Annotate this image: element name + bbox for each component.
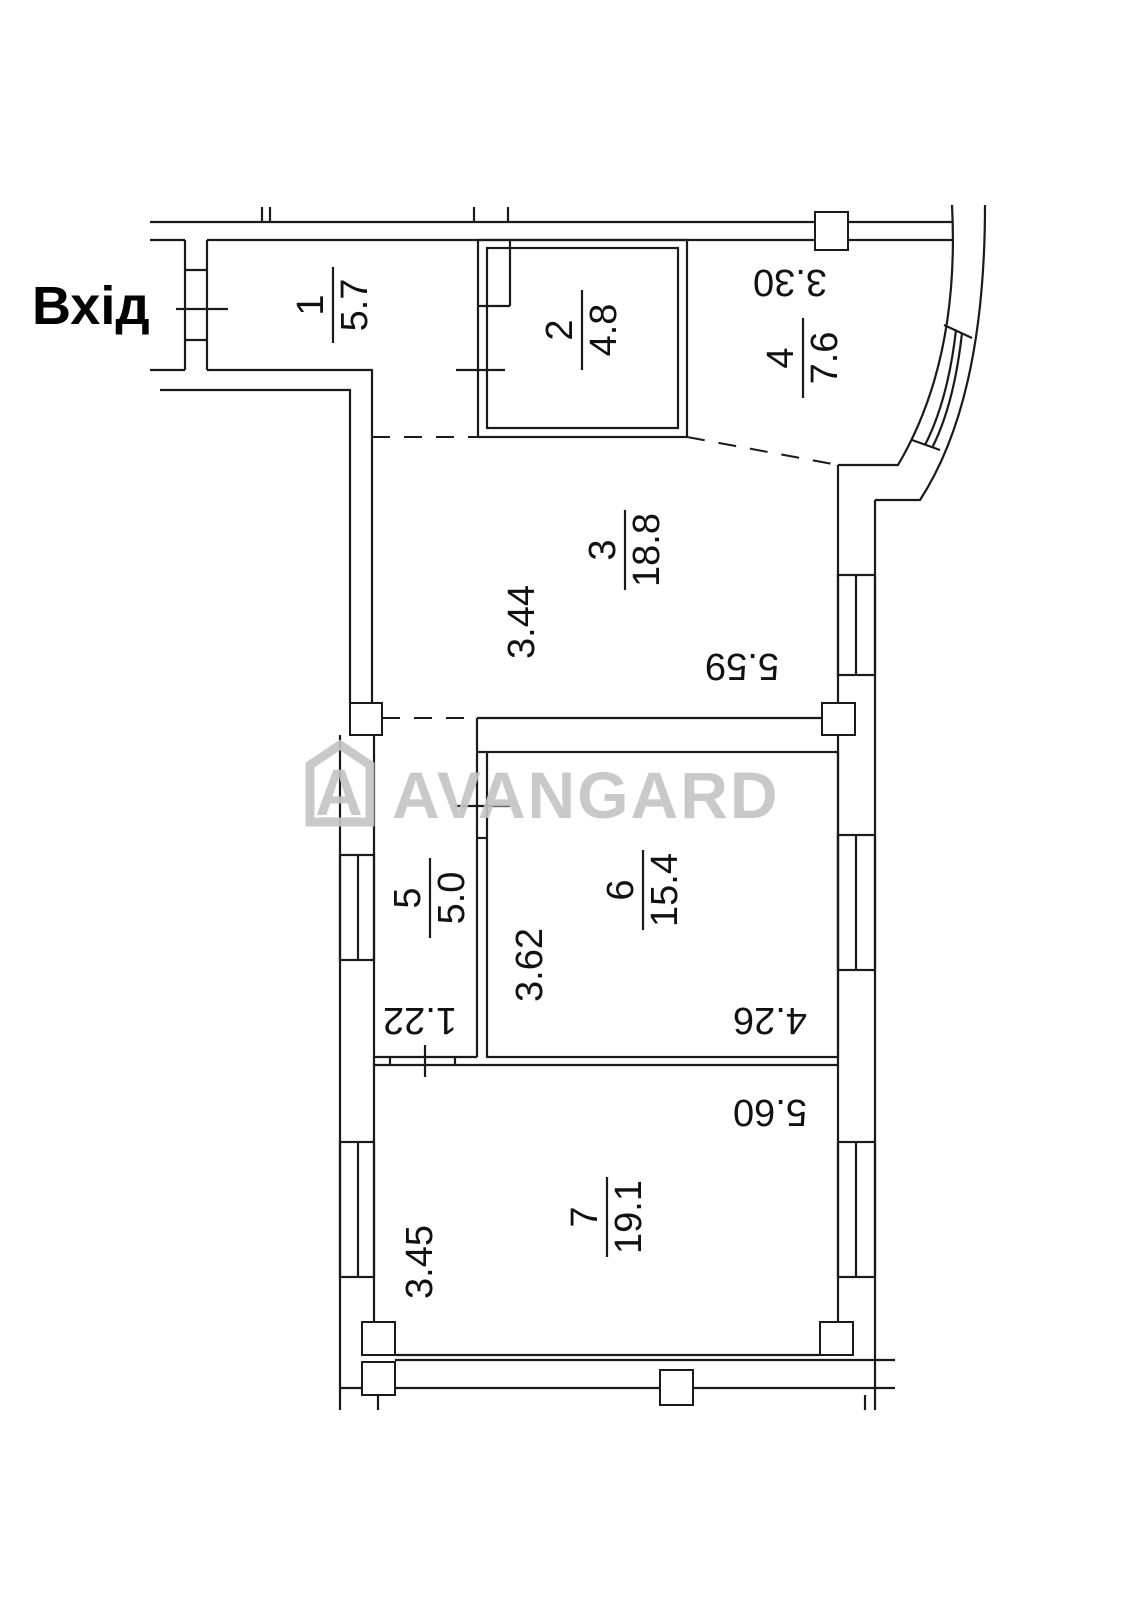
watermark-text: AVANGARD [392,758,780,832]
room-number: 2 [539,319,581,340]
room-label-6: 6 15.4 [600,850,686,930]
room-area: 5.0 [431,872,473,925]
room-area: 18.8 [626,513,668,587]
walls [150,204,987,1410]
dimension-room6-length: 4.26 [733,999,807,1041]
dimension-room6-width: 3.62 [509,928,551,1002]
room-label-1: 1 5.7 [290,267,376,343]
dimension-room7-width: 3.45 [399,1225,441,1299]
dimension-room4-width: 3.30 [753,261,827,303]
room-number: 1 [290,294,332,315]
dimension-room5-width: 1.22 [383,999,457,1041]
room-area: 5.7 [334,279,376,332]
dimension-room3-length: 5.59 [705,645,779,687]
room-number: 5 [387,887,429,908]
room-area: 15.4 [644,853,686,927]
room-label-4: 4 7.6 [760,318,846,398]
room-area: 4.8 [583,304,625,357]
room-area: 19.1 [608,1180,650,1254]
entry-label: Вхід [32,276,150,336]
columns [349,211,856,1406]
room-label-3: 3 18.8 [582,510,668,590]
watermark-logo-letter: A [315,755,365,829]
dimension-room7-length: 5.60 [733,1091,807,1133]
room-area: 7.6 [804,332,846,385]
room-label-7: 7 19.1 [564,1177,650,1257]
avangard-logo-icon [305,739,375,827]
room-label-2: 2 4.8 [539,290,625,370]
room-number: 6 [600,879,642,900]
room-number: 4 [760,347,802,368]
watermark: A AVANGARD [305,739,780,832]
room-number: 7 [564,1206,606,1227]
room-label-5: 5 5.0 [387,858,473,938]
dimension-room3-width: 3.44 [501,585,543,659]
room-number: 3 [582,539,624,560]
